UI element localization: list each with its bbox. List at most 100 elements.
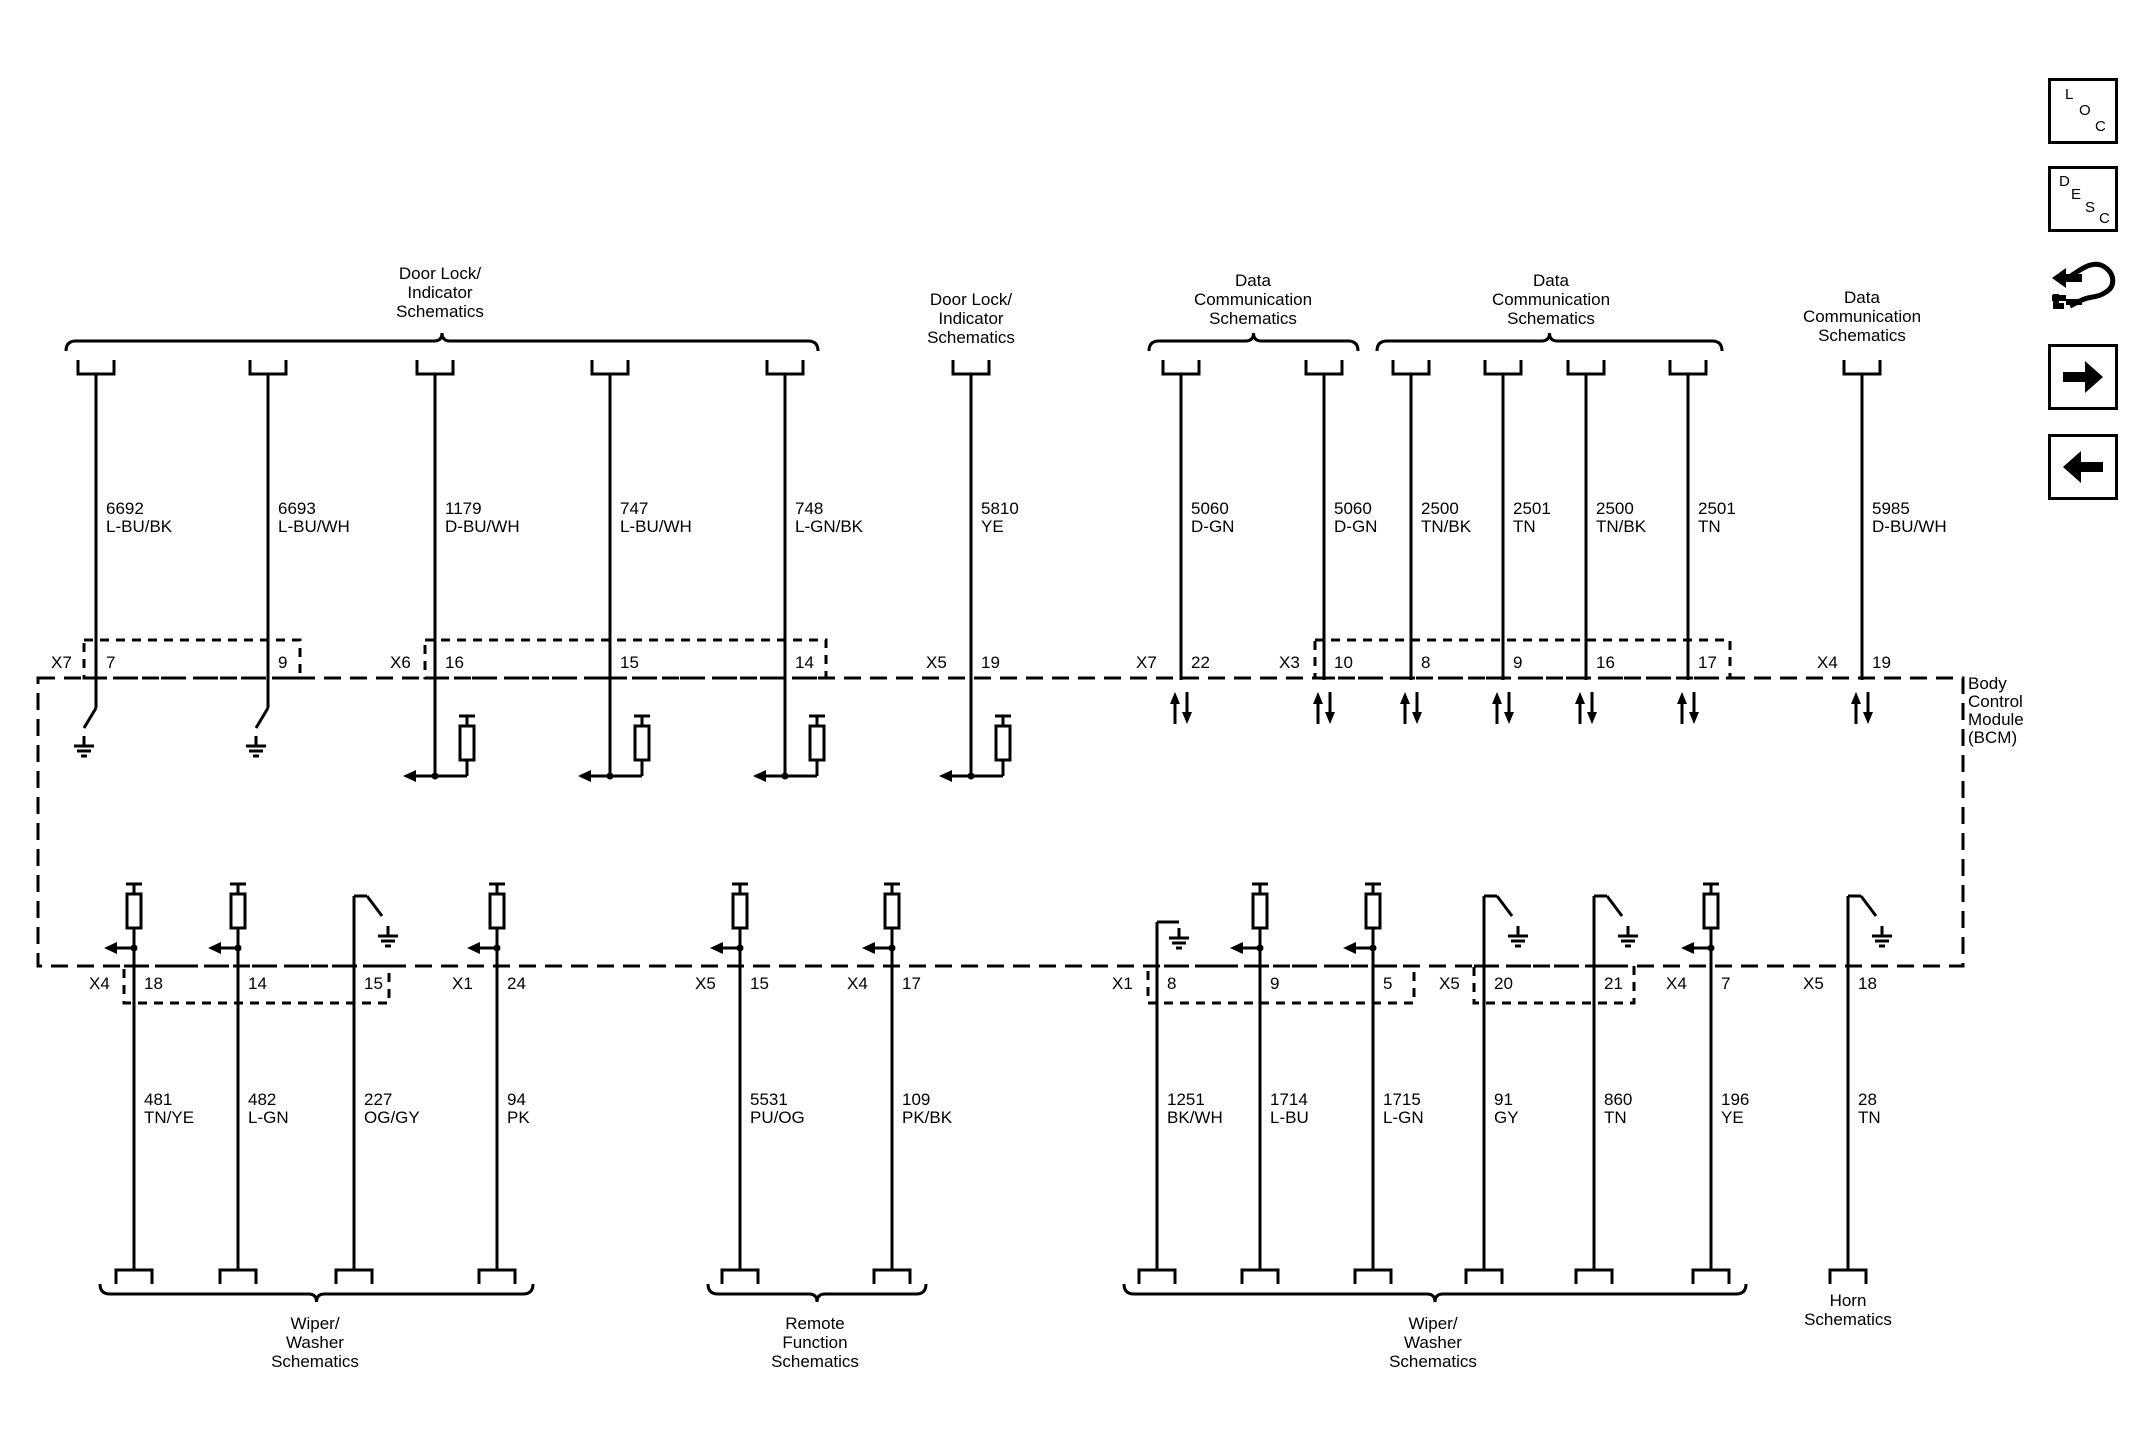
top-wire-10-circuit: 2500 <box>1596 499 1634 518</box>
top-wire-8-pin: 8 <box>1421 653 1430 672</box>
destination-label-dl2: Indicator <box>938 309 1004 328</box>
destination-label-dc3: Data <box>1844 288 1880 307</box>
destination-label-dl1: Indicator <box>407 283 473 302</box>
destination-label-ww2: Schematics <box>1389 1352 1477 1371</box>
bottom-wire-6-color: BK/WH <box>1167 1108 1223 1127</box>
desc-letter-d: D <box>2059 173 2070 190</box>
top-wire-6-up-arrow <box>1170 692 1180 704</box>
bottom-wire-3-arrow <box>467 942 480 954</box>
top-wire-3-pin: 15 <box>620 653 639 672</box>
bottom-wire-7-connector <box>1240 1268 1280 1284</box>
bottom-wire-5-arrow <box>862 942 875 954</box>
connector-end-view-icon[interactable] <box>2048 248 2120 324</box>
bottom-wire-6-circuit: 1251 <box>1167 1090 1205 1109</box>
connector-x4-bottom-outline <box>122 964 391 1005</box>
bottom-wire-10-pin: 21 <box>1604 974 1623 993</box>
top-wire-8-down-arrow <box>1412 712 1422 724</box>
desc-button[interactable]: D E S C <box>2048 166 2118 232</box>
desc-letter-s: S <box>2085 199 2096 216</box>
bottom-wire-11-connector <box>1691 1268 1731 1284</box>
top-wire-6-pin: 22 <box>1191 653 1210 672</box>
destination-label-ww1: Schematics <box>271 1352 359 1371</box>
bcm-module-outline <box>36 676 1965 968</box>
top-wire-6-connector-id: X7 <box>1136 653 1157 672</box>
bottom-wire-7-pin: 9 <box>1270 974 1279 993</box>
bottom-wire-10-sw-blade <box>1605 895 1624 917</box>
top-wire-3-resistor-body <box>633 724 651 762</box>
bottom-wire-12-connector-id: X5 <box>1803 974 1824 993</box>
bottom-bracket-2 <box>1122 1283 1748 1303</box>
top-wire-11-pin: 17 <box>1698 653 1717 672</box>
arrow-right-icon <box>2063 361 2103 393</box>
bottom-wire-7-arrow <box>1230 942 1243 954</box>
top-wire-5-connector-id: X5 <box>926 653 947 672</box>
bottom-wire-1-resistor-body <box>229 892 247 930</box>
bottom-wire-4-connector-id: X5 <box>695 974 716 993</box>
top-wire-5-color: YE <box>981 517 1004 536</box>
top-wire-0-pin: 7 <box>106 653 115 672</box>
top-wire-7-up-arrow <box>1313 692 1323 704</box>
destination-label-dc2: Data <box>1533 271 1569 290</box>
destination-label-dc3: Schematics <box>1818 326 1906 345</box>
next-page-button[interactable] <box>2048 344 2118 410</box>
bcm-label-line1: Body <box>1968 674 2007 693</box>
destination-label-dl1: Schematics <box>396 302 484 321</box>
bottom-wire-3-circuit: 94 <box>507 1090 526 1109</box>
top-wire-9-up-arrow <box>1492 692 1502 704</box>
top-wire-1-circuit: 6693 <box>278 499 316 518</box>
bottom-wire-6-connector-id: X1 <box>1112 974 1133 993</box>
desc-letter-e: E <box>2071 186 2082 203</box>
top-wire-5-arrow <box>939 770 952 782</box>
bottom-wire-10-circuit: 860 <box>1604 1090 1632 1109</box>
loc-letter-c: C <box>2095 118 2106 135</box>
top-wire-6-color: D-GN <box>1191 517 1234 536</box>
destination-label-dc3: Communication <box>1803 307 1921 326</box>
bottom-wire-3-color: PK <box>507 1108 530 1127</box>
top-wire-12-color: D-BU/WH <box>1872 517 1947 536</box>
bottom-wire-8-pin: 5 <box>1383 974 1392 993</box>
bottom-wire-0-resistor-body <box>125 892 143 930</box>
bottom-wire-0-pin: 18 <box>144 974 163 993</box>
destination-label-rf: Function <box>782 1333 847 1352</box>
bottom-wire-4-resistor-body <box>731 892 749 930</box>
top-wire-5-resistor-body <box>994 724 1012 762</box>
top-wire-9-down-arrow <box>1504 712 1514 724</box>
bcm-label-line2: Control <box>1968 692 2023 711</box>
loc-letter-l: L <box>2065 86 2074 103</box>
top-wire-11-color: TN <box>1698 517 1721 536</box>
top-wire-9-color: TN <box>1513 517 1536 536</box>
top-wire-1-color: L-BU/WH <box>278 517 350 536</box>
top-wire-12-up-arrow <box>1851 692 1861 704</box>
top-wire-9-pin: 9 <box>1513 653 1522 672</box>
top-wire-5-pin: 19 <box>981 653 1000 672</box>
bottom-wire-12-circuit: 28 <box>1858 1090 1877 1109</box>
loc-button[interactable]: L O C <box>2048 78 2118 144</box>
destination-label-dc2: Communication <box>1492 290 1610 309</box>
bottom-wire-1-pin: 14 <box>248 974 267 993</box>
bottom-wire-0-connector <box>114 1268 154 1284</box>
bottom-wire-2-color: OG/GY <box>364 1108 420 1127</box>
top-wire-0-sw-blade <box>82 707 98 729</box>
top-wire-10-down-arrow <box>1587 712 1597 724</box>
bottom-wire-10-connector <box>1574 1268 1614 1284</box>
bottom-wire-9-connector <box>1464 1268 1504 1284</box>
top-wire-10-pin: 16 <box>1596 653 1615 672</box>
connector-x6-outline <box>423 638 828 680</box>
destination-label-rf: Remote <box>785 1314 845 1333</box>
top-wire-4-circuit: 748 <box>795 499 823 518</box>
top-wire-4-pin: 14 <box>795 653 814 672</box>
previous-page-button[interactable] <box>2048 434 2118 500</box>
top-wire-12-pin: 19 <box>1872 653 1891 672</box>
top-wire-10-color: TN/BK <box>1596 517 1647 536</box>
top-wire-3-circuit: 747 <box>620 499 648 518</box>
top-wire-7-down-arrow <box>1325 712 1335 724</box>
destination-label-horn: Horn <box>1830 1291 1867 1310</box>
top-bracket-0 <box>64 332 820 352</box>
destination-label-ww1: Wiper/ <box>290 1314 339 1333</box>
bottom-wire-5-pin: 17 <box>902 974 921 993</box>
bottom-wire-11-circuit: 196 <box>1721 1090 1749 1109</box>
top-wire-5-circuit: 5810 <box>981 499 1019 518</box>
bottom-wire-1-color: L-GN <box>248 1108 289 1127</box>
